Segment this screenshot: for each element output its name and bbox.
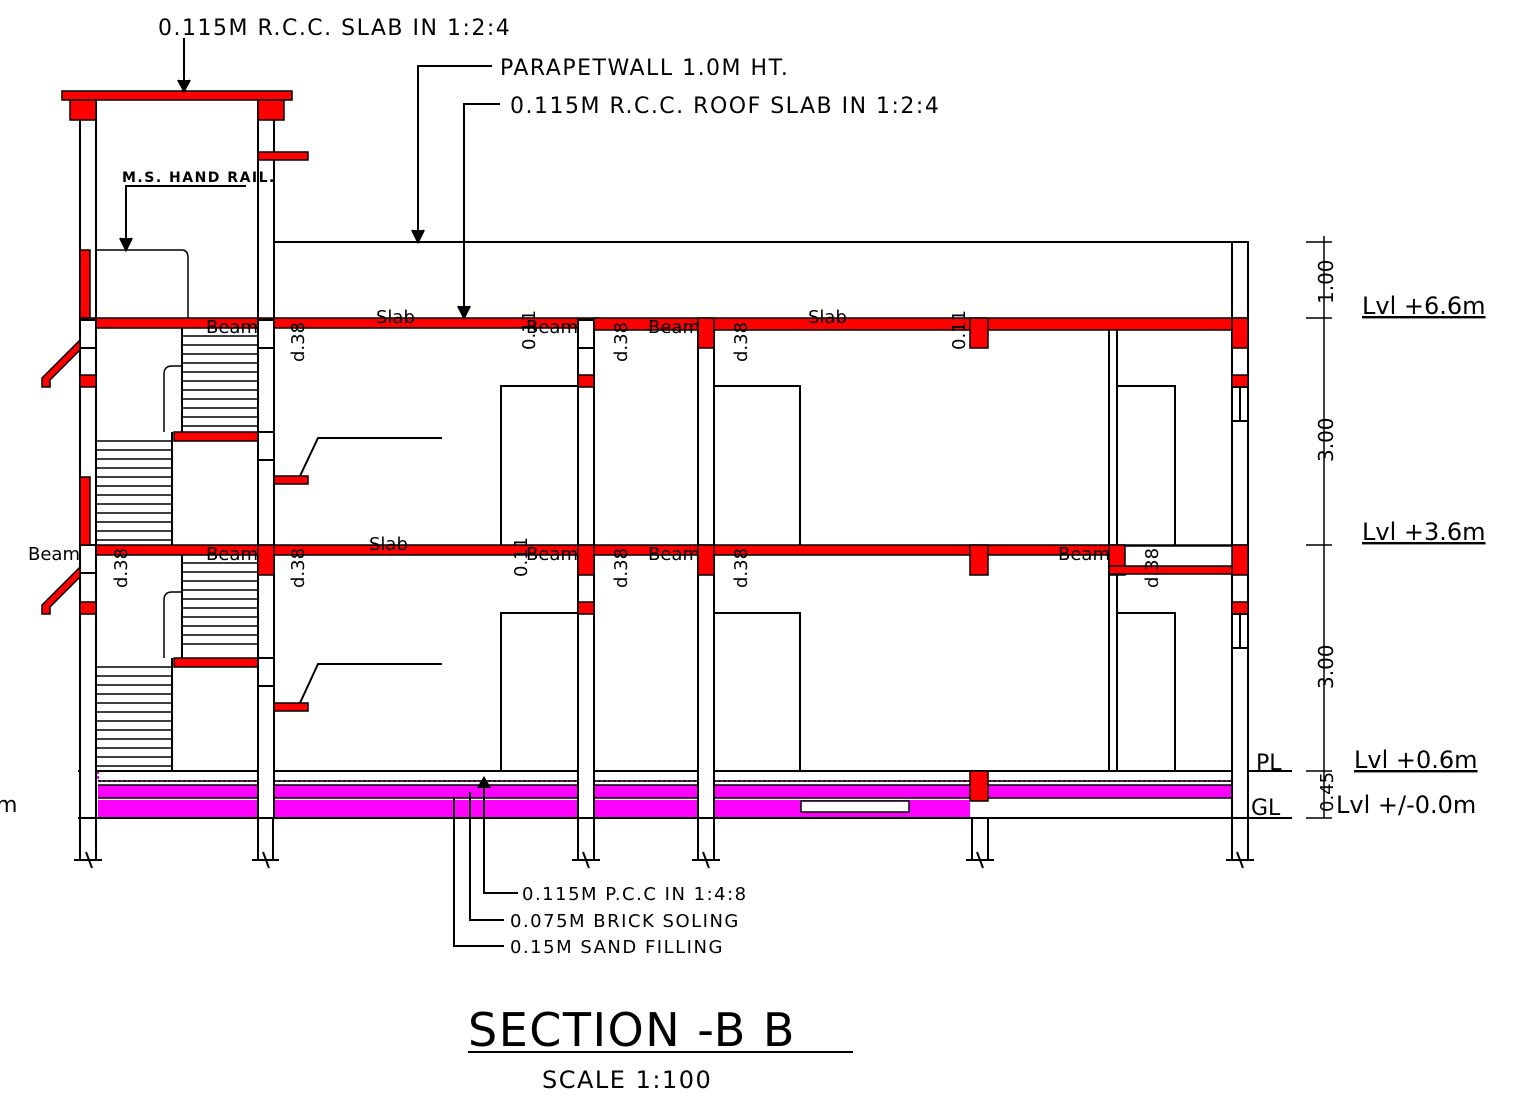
beam-label: Beam — [526, 544, 578, 565]
beam-label: Beam — [1058, 544, 1110, 565]
dimension-line — [1248, 236, 1332, 819]
footing-breaks — [74, 818, 1254, 869]
staircase — [96, 249, 275, 771]
slab-label: Slab — [808, 307, 847, 328]
section-title: SECTION -B B — [468, 1003, 796, 1057]
note-parapet: PARAPETWALL 1.0M HT. — [500, 56, 789, 81]
note-pcc: 0.115M P.C.C IN 1:4:8 — [522, 884, 748, 905]
depth-label: 0.11 — [511, 537, 532, 577]
level-36: Lvl +3.6m — [1362, 518, 1486, 546]
depth-label: d.38 — [1142, 548, 1163, 588]
slab-label: Slab — [369, 534, 408, 555]
lintels — [41, 249, 1249, 712]
beam-label: Beam — [28, 544, 80, 565]
note-sand-filling: 0.15M SAND FILLING — [510, 937, 724, 958]
windows — [299, 386, 1248, 704]
note-roof-slab: 0.115M R.C.C. ROOF SLAB IN 1:2:4 — [510, 94, 940, 119]
depth-label: d.38 — [731, 322, 752, 362]
level-66: Lvl +6.6m — [1362, 292, 1486, 320]
depth-label: d.38 — [111, 548, 132, 588]
depth-label: d.38 — [611, 322, 632, 362]
cut-text-left: m — [0, 793, 17, 818]
note-top-slab: 0.115M R.C.C. SLAB IN 1:2:4 — [158, 16, 511, 41]
pl-label: PL — [1256, 751, 1282, 776]
depth-label: d.38 — [731, 548, 752, 588]
slab-label: Slab — [376, 307, 415, 328]
leaders — [119, 38, 518, 947]
stair-tower-roof — [61, 90, 309, 161]
walls — [79, 97, 1249, 819]
plinth-beam-2 — [969, 770, 989, 802]
beam-label: Beam — [206, 544, 258, 565]
scale-label: SCALE 1:100 — [542, 1066, 712, 1094]
depth-label: d.38 — [611, 548, 632, 588]
beam-label: Beam — [648, 544, 700, 565]
roof-slab — [79, 317, 1249, 349]
dim-plinth: 0.45 — [1317, 772, 1338, 812]
beam-label: Beam — [526, 317, 578, 338]
depth-label: d.38 — [288, 322, 309, 362]
plinth-fill — [97, 770, 1233, 817]
dim-parapet-height: 1.00 — [1314, 259, 1338, 304]
note-hand-rail: M.S. HAND RAIL. — [122, 170, 276, 186]
dim-lower-floor: 3.00 — [1314, 644, 1338, 689]
note-brick-soling: 0.075M BRICK SOLING — [510, 911, 740, 932]
floor-slab — [79, 544, 1249, 576]
depth-label: d.38 — [288, 548, 309, 588]
dim-upper-floor: 3.00 — [1314, 417, 1338, 462]
beam-label: Beam — [206, 317, 258, 338]
level-00: Lvl +/-0.0m — [1336, 791, 1476, 819]
beam-label: Beam — [648, 317, 700, 338]
gl-label: GL — [1251, 796, 1281, 821]
depth-label: 0.11 — [519, 310, 540, 350]
depth-label: 0.11 — [949, 310, 970, 350]
level-06: Lvl +0.6m — [1354, 746, 1478, 774]
doors — [500, 385, 1176, 771]
